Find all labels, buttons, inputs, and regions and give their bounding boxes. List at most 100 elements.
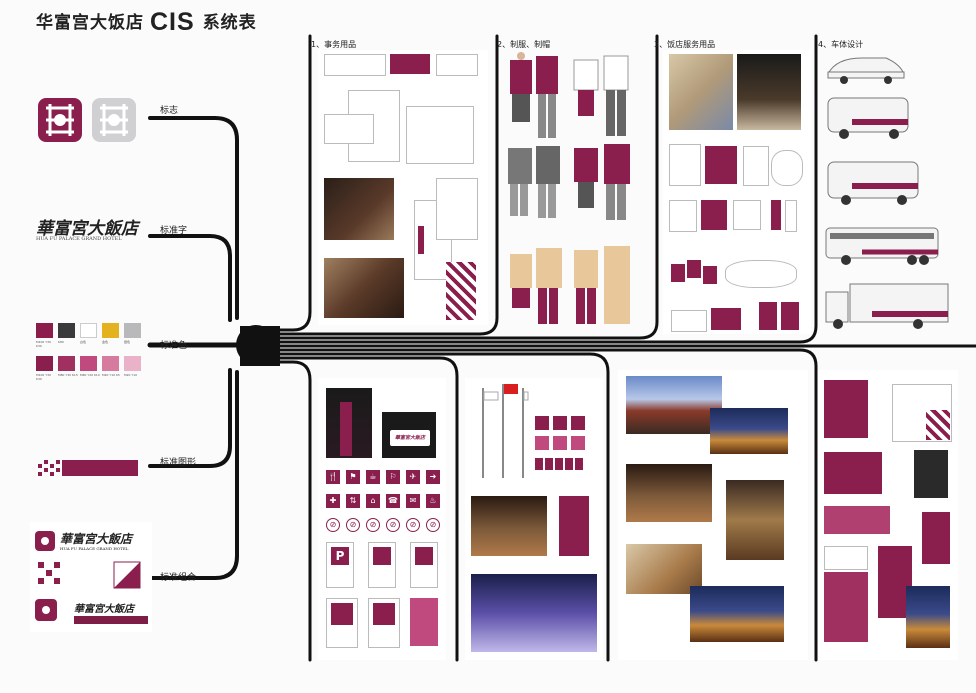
wine-list-cover [824,572,868,642]
reception-desk-photo [626,544,702,594]
logotype-english: HUA FU PALACE GRAND HOTEL [36,236,122,242]
uniform-male-shirt [603,55,629,136]
pennant [535,436,549,450]
title-prefix: 华富宫大饭店 [36,13,144,33]
swatch-silver [124,323,141,338]
pennant [571,416,585,430]
wine-bag [914,450,948,498]
pylon-sign [340,402,352,456]
gift-box [705,146,737,184]
welcome-sign [410,598,438,646]
hotel-logo-pair [38,98,136,142]
amenity-box [733,200,761,230]
swatch-label: 银色 [124,340,131,344]
swatch-maroon-20 [124,356,141,371]
uniform-gray-suit [508,148,532,216]
leather-folder-photo [324,178,394,240]
category-logo-label: 标志 [160,106,179,116]
swatch-dark-gray [58,323,75,338]
conference-hall-photo [626,464,712,522]
business-card-maroon [390,54,430,74]
lighter-white [785,200,797,232]
swatch-label: M100 Y30 K30 [36,340,51,348]
pennant [553,436,567,450]
no-parking-sign-icon: ⊘ [406,518,420,532]
no-fire-sign-icon: ⊘ [426,518,440,532]
logo-maroon-icon [38,98,82,142]
signboard-text: 華富宮大飯店 [390,430,430,446]
uniform-male-vest [536,56,558,138]
bag-pattern [446,262,476,320]
hall-photo [471,574,597,652]
table-tent [824,546,868,570]
uniform-female-shirt [573,59,599,116]
hotel-exterior-photo [626,376,722,434]
combo-logotype-chinese: 華富宮大飯店 [60,532,133,546]
uniform-waiter-male [536,248,562,324]
exit-sign [326,598,358,648]
lobby-photo [471,496,547,556]
combo-logotype-bottom: 華富宮大飯店 [74,604,134,615]
business-card [324,54,386,76]
swatch-label: 白色 [80,340,87,344]
section-uniform-label: 2、制服、制帽 [497,40,551,49]
sewing-kit [711,308,741,330]
key-tag [687,260,701,278]
ashtray-tray [725,260,797,288]
uniforms-illustration [508,52,630,324]
uniform-cook-female [574,250,598,324]
direction-sign [410,542,438,588]
uniform-gray-suit-2 [536,146,560,218]
banquet-photo [906,586,950,648]
parking-sign: P [326,542,354,588]
taxi-sign-icon: ✈ [406,470,420,484]
no-smoking-sign-icon: ⊘ [326,518,340,532]
business-card-white [436,54,478,76]
uniform-maroon-suit-female [574,148,598,208]
toilet-sign-icon: ✚ [326,494,340,508]
shoe-bag [759,302,777,330]
flags-lobby-panel [465,378,603,660]
laundry-bag [743,146,769,186]
cake-box [824,506,890,534]
standing-banner [559,496,589,556]
standard-color-swatches: M100 Y30 K30 K80 白色 金色 银色 M100 Y30 K30 M… [36,323,146,393]
combo-badge-icon [113,561,141,589]
envelope-small [324,114,374,144]
parking-letter: P [331,547,349,565]
stationery-panel [318,50,488,325]
envelope-large [406,106,474,164]
swatch-maroon [36,323,53,338]
direction-sign-icon [415,547,433,565]
title-cis: CIS [150,8,195,36]
category-logotype-label: 标准字 [160,226,188,236]
category-color-label: 标准色 [160,341,188,351]
swatch-label: K80 [58,340,64,344]
combo-logotype-english: HUA FU PALACE GRAND HOTEL [60,546,129,551]
no-photo-sign-icon: ⊘ [386,518,400,532]
pennant [553,416,567,430]
standard-pattern-bar [38,460,138,476]
medical-sign-icon: ♨ [426,494,440,508]
service-items-panel [663,50,811,334]
uniform-coat [604,246,630,324]
elevator-sign-icon: ⇅ [346,494,360,508]
coffee-maker-photo [737,54,801,130]
no-entry-sign-icon: ⊘ [346,518,360,532]
pennant [535,416,549,430]
shoe-bag [781,302,799,330]
bar-sign-icon: ☕ [366,470,380,484]
stairs-sign-icon: ⌂ [366,494,380,508]
swatch-white [80,323,97,338]
slippers [771,150,803,186]
combo-logo-small-icon [35,599,57,621]
bus-icon [825,227,939,265]
bag-pattern-corner [926,410,950,440]
swatch-maroon-40 [102,356,119,371]
packaging-panel [818,370,958,660]
swatch-label: 金色 [102,340,109,344]
gift-box-large [824,452,882,494]
category-combination-label: 标准组合 [160,573,197,583]
exit-sign-figure-icon [373,603,395,625]
